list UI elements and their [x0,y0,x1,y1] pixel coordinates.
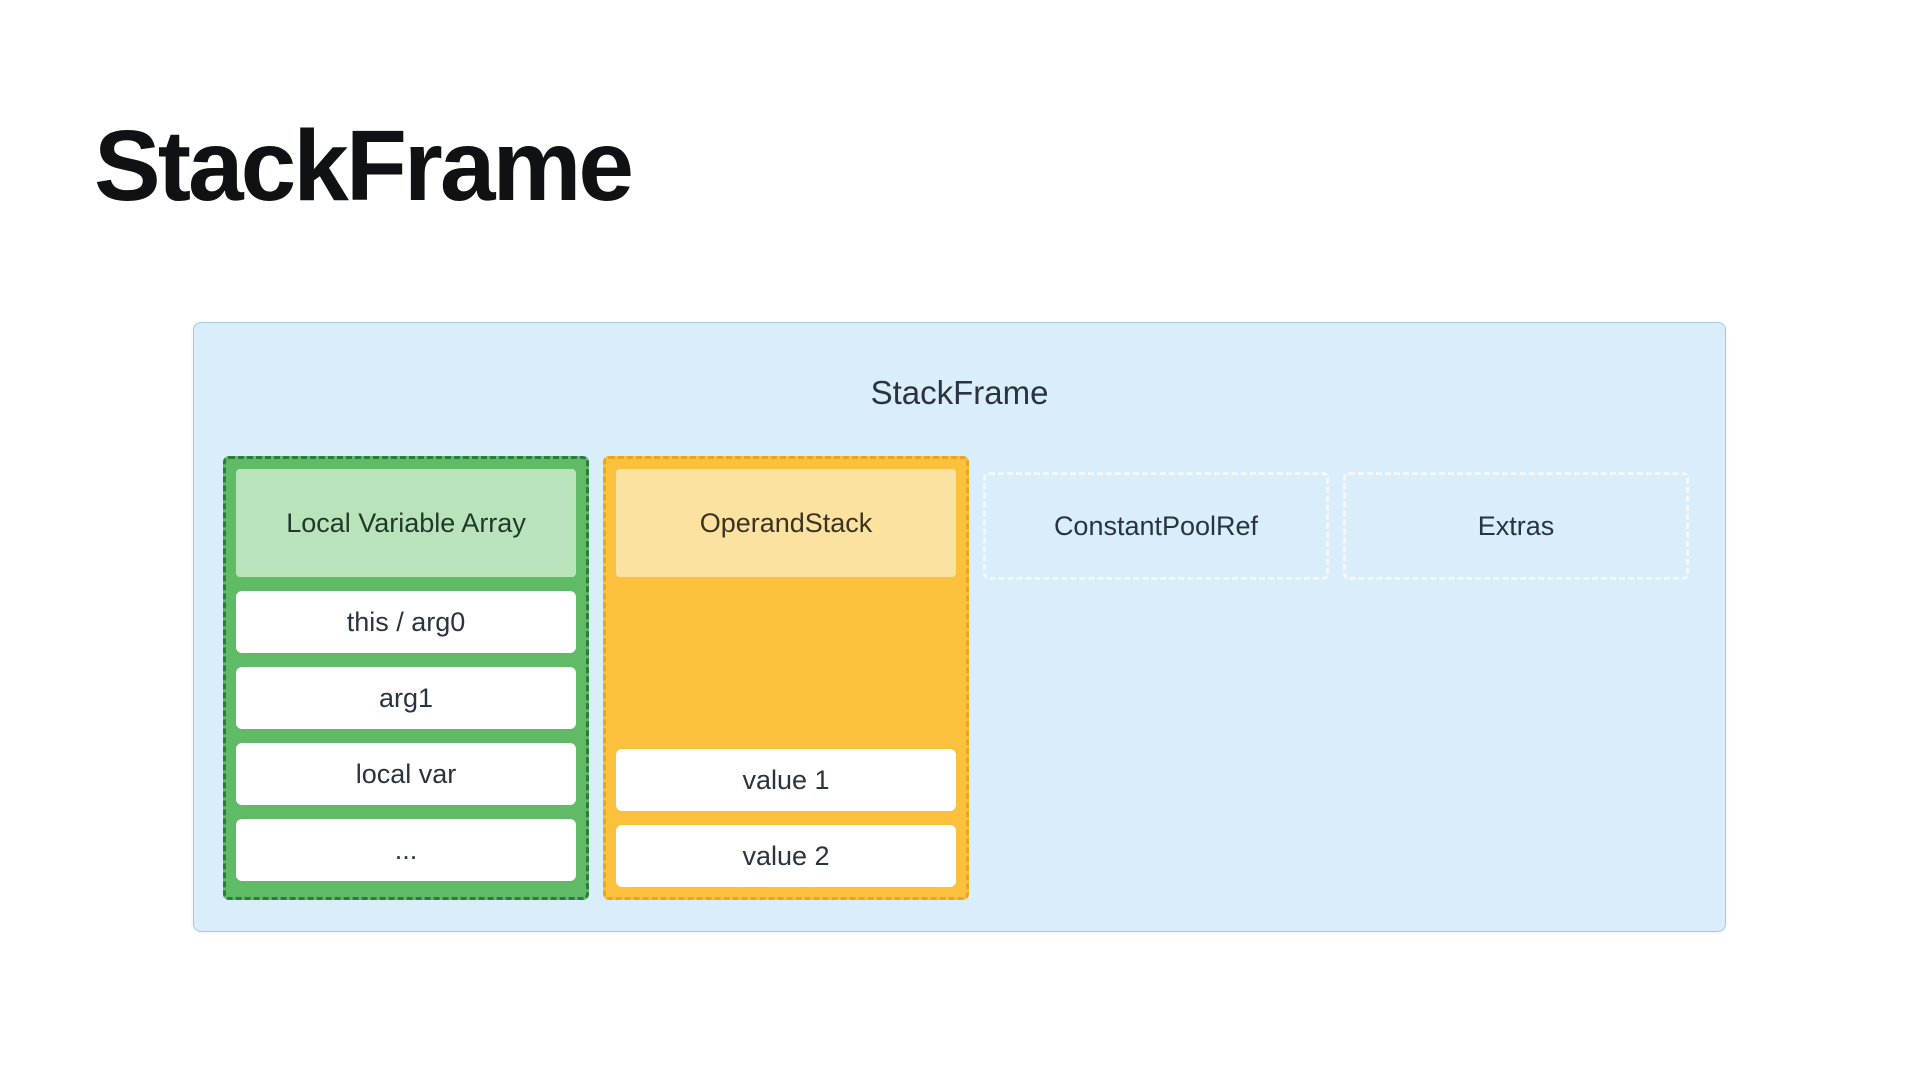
lva-row-arg1: arg1 [236,667,576,729]
local-variable-array-column: Local Variable Array this / arg0 arg1 lo… [223,456,589,900]
lva-row-ellipsis: ... [236,819,576,881]
extras-box: Extras [1343,472,1689,580]
operand-stack-column: OperandStack value 1 value 2 [603,456,969,900]
constant-pool-ref-box: ConstantPoolRef [983,472,1329,580]
operand-stack-row-value2: value 2 [616,825,956,887]
page-title: StackFrame [94,110,634,222]
operand-stack-header: OperandStack [616,469,956,577]
lva-row-this-arg0: this / arg0 [236,591,576,653]
local-variable-array-header: Local Variable Array [236,469,576,577]
operand-stack-row-value1: value 1 [616,749,956,811]
constant-pool-ref-label: ConstantPoolRef [1053,510,1259,541]
stackframe-container-title: StackFrame [870,374,1049,411]
lva-row-local-var: local var [236,743,576,805]
extras-label: Extras [1477,510,1555,541]
stackframe-columns: Local Variable Array this / arg0 arg1 lo… [223,456,1689,900]
stackframe-container: StackFrame Local Variable Array this / a… [193,322,1726,932]
